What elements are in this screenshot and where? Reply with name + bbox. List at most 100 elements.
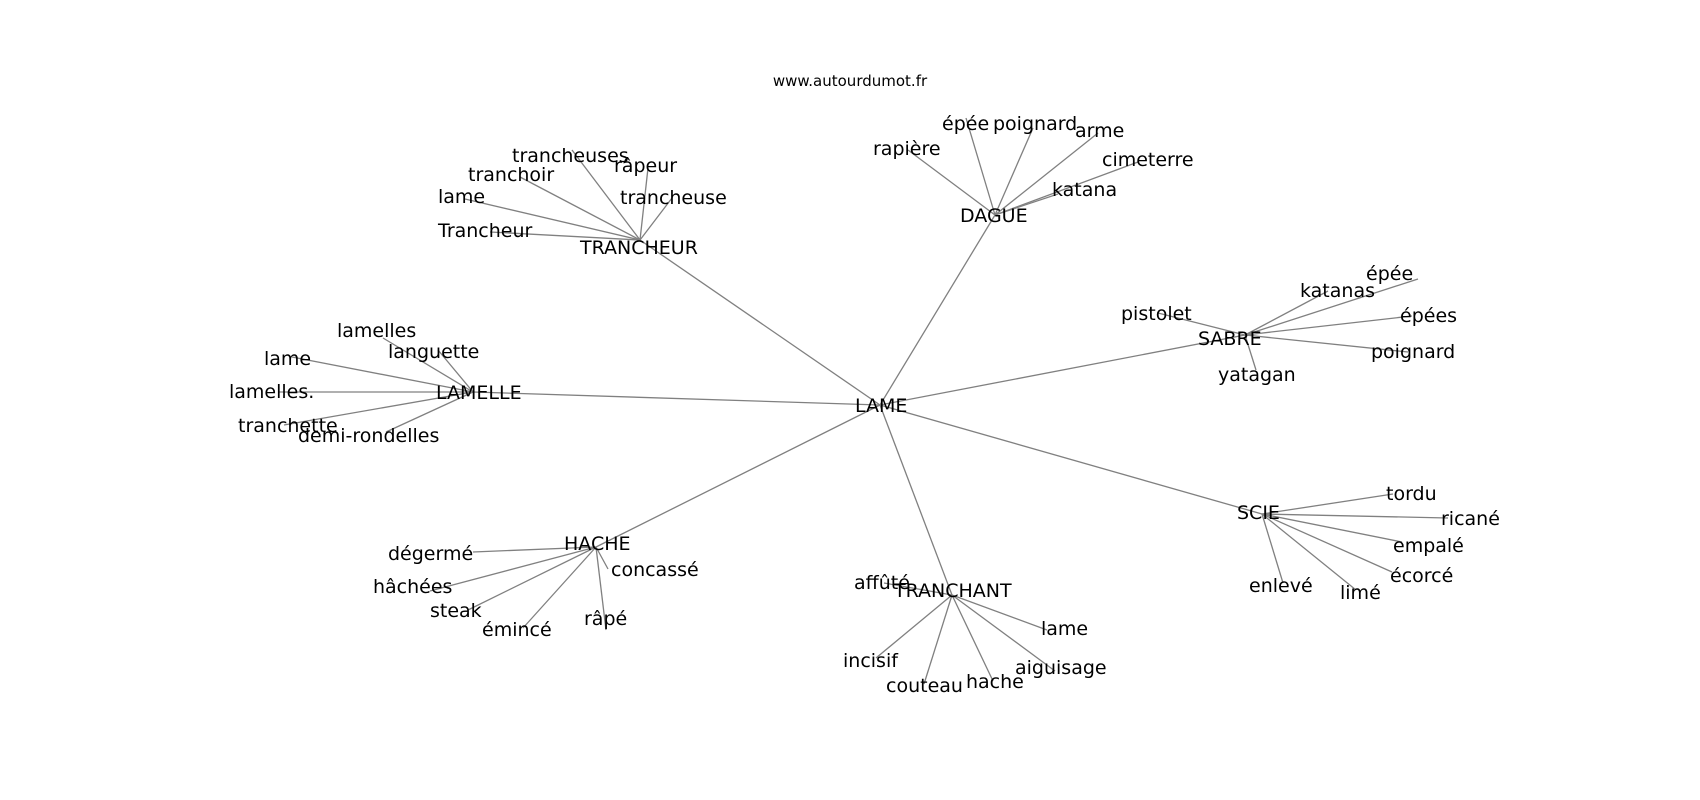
- leaf-node-label: lamelles: [337, 320, 416, 342]
- edge-5-3: [467, 546, 597, 611]
- leaf-node-label: enlevé: [1249, 575, 1313, 597]
- leaf-node-label: trancheuse: [620, 187, 727, 209]
- leaf-node-label: râpé: [584, 608, 627, 630]
- edge-6-5: [951, 594, 994, 682]
- edge-0-1: [639, 167, 649, 241]
- leaf-node-label: couteau: [886, 675, 963, 697]
- leaf-node-label: tranchette: [238, 415, 338, 437]
- edge-2-5: [1244, 334, 1257, 371]
- edge-root-2: [879, 334, 1246, 406]
- edge-2-1: [1244, 290, 1329, 336]
- edge-4-3: [1261, 513, 1393, 573]
- edge-root-4: [879, 404, 1263, 515]
- leaf-node-label: cimeterre: [1102, 149, 1194, 171]
- edge-0-0: [571, 149, 641, 241]
- leaf-node-label: incisif: [843, 650, 899, 672]
- leaf-node-label: lame: [438, 186, 485, 208]
- leaf-node-label: épée: [1366, 263, 1413, 285]
- edge-0-5: [489, 231, 641, 241]
- leaf-node-label: katana: [1052, 179, 1117, 201]
- edge-6-3: [951, 594, 1056, 672]
- edge-5-0: [472, 546, 597, 553]
- leaf-node-label: poignard: [1371, 341, 1455, 363]
- edge-0-4: [464, 198, 641, 241]
- edge-2-3: [1244, 315, 1413, 336]
- edge-3-1: [437, 349, 474, 393]
- edge-2-4: [1244, 334, 1409, 353]
- leaf-node-label: yatagan: [1218, 364, 1296, 386]
- leaf-node-label: rapière: [873, 138, 941, 160]
- leaf-node-label: concassé: [611, 559, 699, 581]
- edge-1-1: [994, 127, 1034, 216]
- edge-4-4: [1261, 513, 1284, 584]
- edge-1-5: [994, 193, 1059, 216]
- leaf-node-label: lame: [264, 348, 311, 370]
- leaf-node-label: Trancheur: [437, 220, 533, 242]
- edge-6-2: [875, 594, 953, 659]
- hub-node-label: LAMELLE: [436, 382, 522, 404]
- leaf-node-label: trancheuses: [512, 145, 629, 167]
- leaf-node-label: épées: [1400, 305, 1457, 327]
- edge-root-1: [879, 214, 996, 406]
- leaf-node-label: affûté: [854, 572, 910, 594]
- edge-2-0: [1244, 278, 1419, 336]
- leaf-node-label: demi-rondelles: [298, 425, 439, 447]
- leaf-node-label: languette: [388, 341, 479, 363]
- leaf-node-label: katanas: [1300, 280, 1375, 302]
- leaf-node-label: dégermé: [388, 543, 473, 565]
- leaf-node-label: pistolet: [1121, 303, 1192, 325]
- leaf-node-label: arme: [1075, 120, 1124, 142]
- edge-3-4: [283, 391, 474, 426]
- edge-6-4: [923, 594, 953, 685]
- edge-3-2: [291, 356, 474, 393]
- leaf-node-label: steak: [430, 600, 482, 622]
- leaf-node-label: limé: [1340, 582, 1381, 604]
- leaf-node-label: râpeur: [614, 155, 677, 177]
- edge-1-2: [994, 132, 1099, 216]
- edge-4-1: [1261, 513, 1449, 519]
- leaf-node-label: émincé: [482, 619, 552, 641]
- leaf-node-label: aiguisage: [1015, 657, 1107, 679]
- hub-node-label: DAGUE: [960, 205, 1028, 227]
- leaf-node-label: hâchées: [373, 576, 452, 598]
- site-url: www.autourdumot.fr: [772, 72, 928, 90]
- edge-0-3: [639, 197, 673, 241]
- edge-root-0: [639, 239, 881, 406]
- leaf-node-label: poignard: [993, 113, 1077, 135]
- leaf-node-label: lame: [1041, 618, 1088, 640]
- leaf-node-label: empalé: [1393, 535, 1464, 557]
- hub-node-label: SCIE: [1237, 502, 1280, 524]
- leaf-node-label: épée: [942, 113, 989, 135]
- leaf-node-label: ricané: [1441, 508, 1500, 530]
- leaf-node-label: tranchoir: [468, 164, 554, 186]
- edge-5-5: [595, 546, 607, 631]
- leaf-node-label: lamelles.: [229, 381, 314, 403]
- edge-0-2: [519, 176, 641, 241]
- edge-4-0: [1261, 493, 1394, 515]
- hub-node-label: HACHE: [564, 533, 631, 555]
- leaf-node-label: hache: [966, 671, 1024, 693]
- edge-6-0: [883, 582, 953, 596]
- edge-3-0: [382, 337, 474, 393]
- leaf-node-label: écorcé: [1390, 565, 1453, 587]
- root-node-label: LAME: [855, 395, 907, 417]
- edge-1-3: [907, 149, 996, 216]
- hub-node-label: TRANCHANT: [893, 580, 1012, 602]
- edge-3-5: [385, 391, 474, 433]
- edge-root-5: [595, 404, 881, 548]
- edge-1-0: [965, 117, 996, 216]
- edge-5-2: [429, 546, 597, 592]
- edge-5-4: [522, 546, 597, 629]
- edge-4-5: [1261, 513, 1357, 591]
- edge-2-2: [1157, 312, 1246, 336]
- hub-node-label: SABRE: [1198, 328, 1262, 350]
- edge-6-1: [951, 594, 1048, 631]
- edge-4-2: [1261, 513, 1403, 543]
- graph-edges: [278, 117, 1449, 685]
- edge-5-1: [595, 546, 609, 570]
- leaf-node-label: tordu: [1386, 483, 1437, 505]
- edge-root-6: [879, 404, 953, 596]
- hub-node-label: TRANCHEUR: [579, 237, 698, 259]
